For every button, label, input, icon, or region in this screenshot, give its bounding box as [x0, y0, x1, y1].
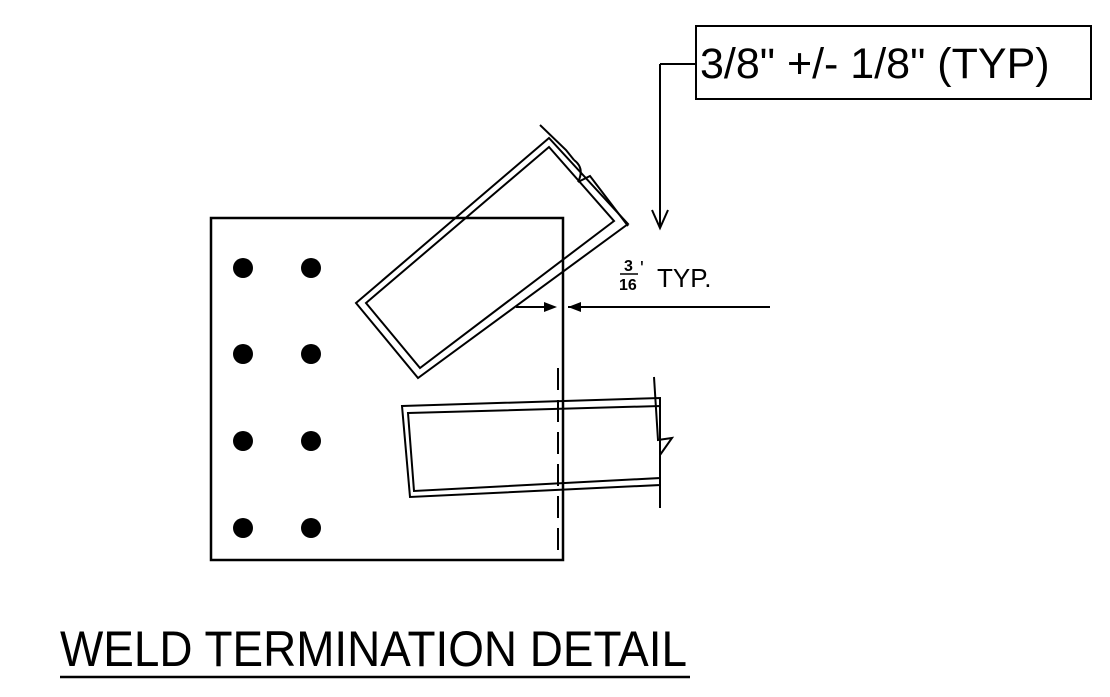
bolt-hole	[301, 258, 321, 278]
bolt-hole	[233, 344, 253, 364]
bolt-hole	[233, 431, 253, 451]
diagonal-member	[354, 124, 630, 380]
callout-leader	[651, 63, 696, 231]
bolt-hole	[233, 518, 253, 538]
weld-size-denominator: 16	[619, 277, 637, 294]
weld-size-numerator: 3	[624, 258, 633, 275]
bolt-hole-group	[233, 258, 321, 538]
tolerance-label: 3/8" +/- 1/8" (TYP)	[700, 40, 1050, 88]
horizontal-member	[400, 376, 675, 508]
bolt-hole	[301, 344, 321, 364]
termination-dimension	[516, 302, 770, 312]
gusset-plate	[209, 216, 565, 562]
bolt-hole	[301, 518, 321, 538]
bolt-hole	[301, 431, 321, 451]
weld-size-suffix: TYP.	[657, 263, 711, 293]
callout-box	[695, 25, 1092, 100]
drawing-title: WELD TERMINATION DETAIL	[60, 621, 687, 677]
bolt-hole	[233, 258, 253, 278]
weld-size-tick: '	[640, 258, 644, 280]
